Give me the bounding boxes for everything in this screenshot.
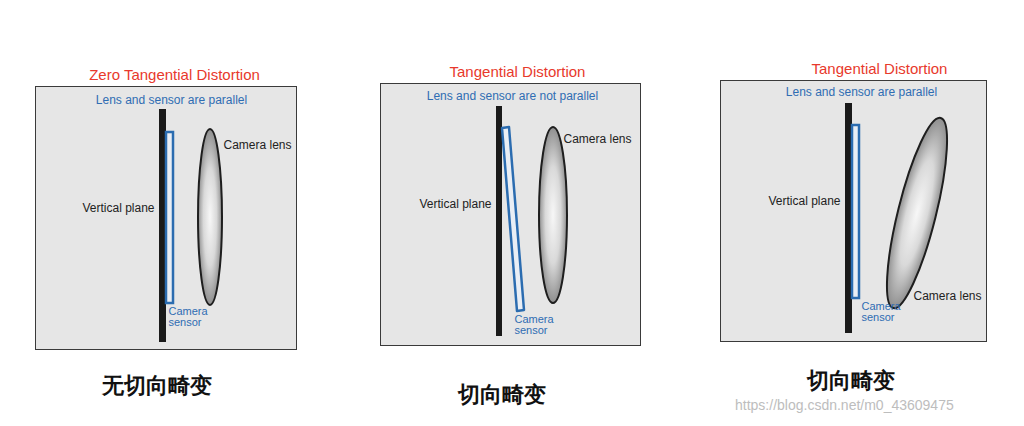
- distortion-panel: Zero Tangential DistortionLens and senso…: [35, 86, 297, 350]
- camera-sensor: [502, 127, 524, 311]
- camera-sensor: [166, 132, 173, 303]
- panel-ground: [380, 83, 641, 346]
- panel-title: Zero Tangential Distortion: [89, 67, 260, 84]
- lens-label: Camera lens: [224, 139, 292, 153]
- figure-caption: 切向畸变: [458, 382, 546, 408]
- camera-sensor: [852, 125, 859, 298]
- camera-lens: [875, 113, 959, 312]
- panel-subtitle: Lens and sensor are not parallel: [427, 90, 598, 104]
- panel-title: Tangential Distortion: [812, 61, 948, 78]
- vertical-plane-bar: [496, 106, 502, 336]
- sensor-label: Camera sensor: [862, 301, 910, 323]
- plane-label: Vertical plane: [419, 198, 491, 212]
- lens-label: Camera lens: [914, 290, 982, 304]
- panel-subtitle: Lens and sensor are parallel: [786, 86, 937, 100]
- sensor-label: Camera sensor: [515, 314, 563, 336]
- distortion-panel: Tangential DistortionLens and sensor are…: [720, 80, 987, 342]
- figure-caption: 无切向畸变: [102, 373, 212, 399]
- panel-subtitle: Lens and sensor are parallel: [96, 94, 247, 108]
- lens-label: Camera lens: [564, 133, 632, 147]
- figure-caption: 切向畸变: [807, 368, 895, 394]
- camera-lens: [539, 127, 567, 303]
- sensor-label: Camera sensor: [169, 306, 217, 328]
- panel-ground: [35, 86, 297, 350]
- distortion-panel: Tangential DistortionLens and sensor are…: [380, 83, 641, 346]
- panel-ground: [720, 80, 987, 342]
- camera-lens: [198, 129, 222, 305]
- watermark: https://blog.csdn.net/m0_43609475: [735, 397, 954, 414]
- plane-label: Vertical plane: [82, 202, 154, 216]
- panel-title: Tangential Distortion: [450, 64, 586, 81]
- plane-label: Vertical plane: [768, 195, 840, 209]
